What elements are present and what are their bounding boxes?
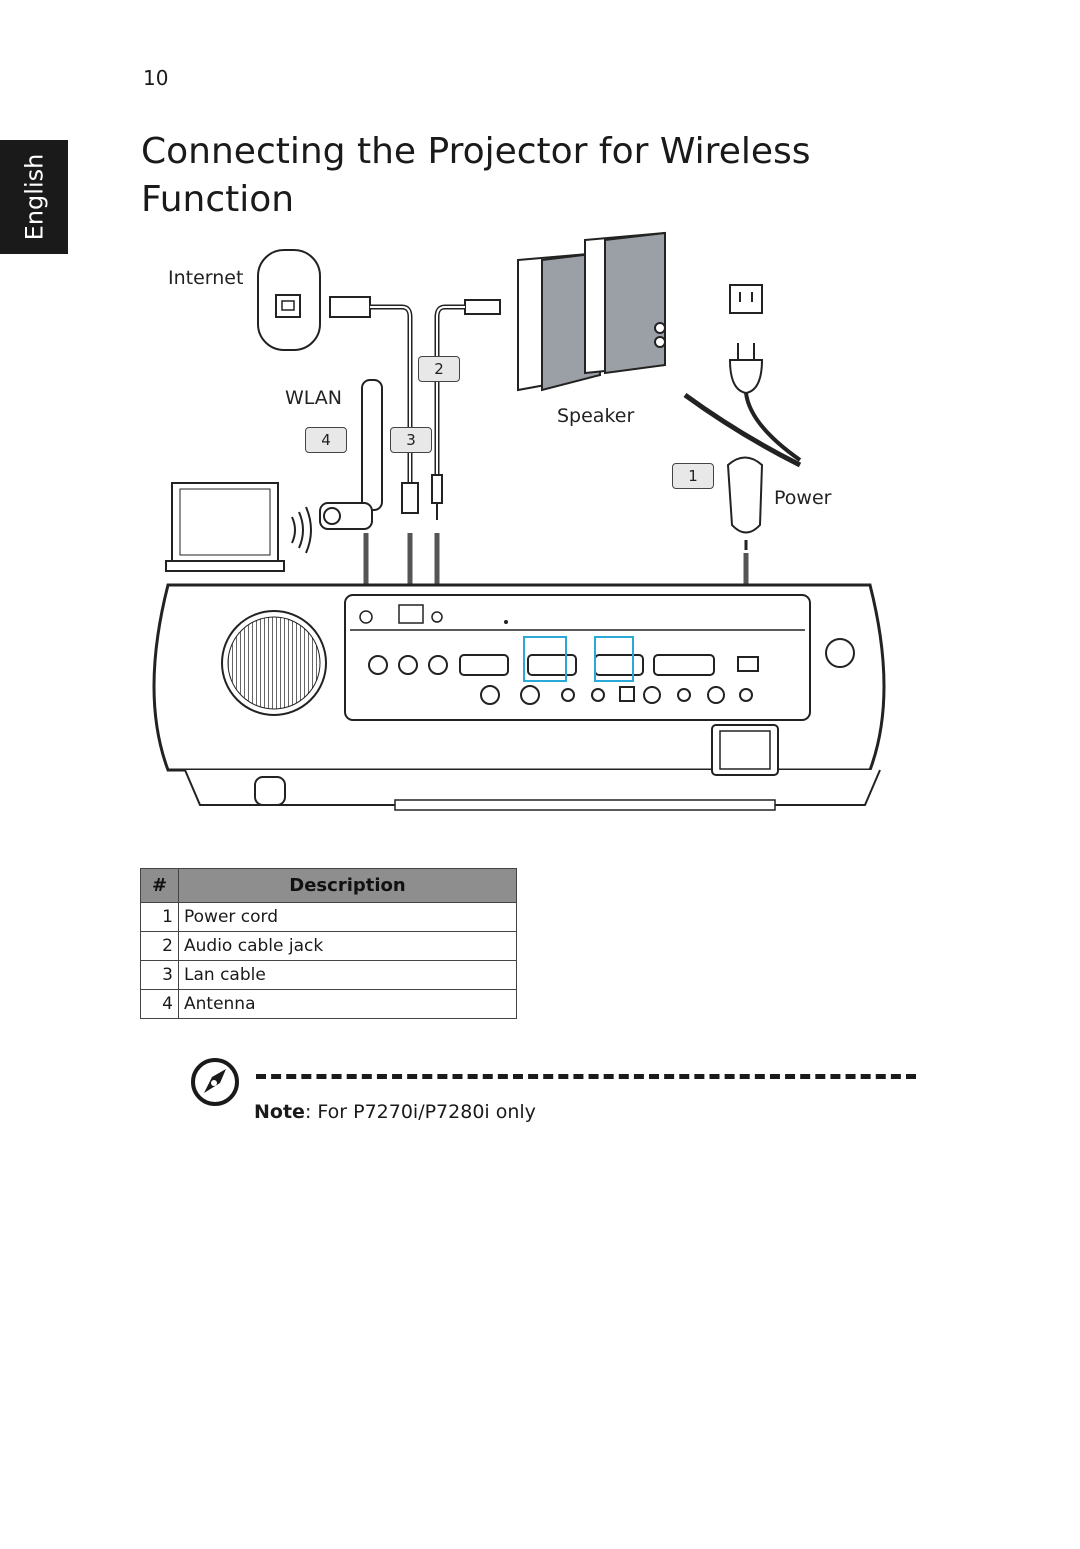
- table-header-number: #: [140, 868, 179, 903]
- row-description: Power cord: [178, 902, 517, 932]
- note-label: Note: [254, 1101, 305, 1123]
- power-outlet-icon: [729, 284, 763, 314]
- table-row: 3 Lan cable: [140, 960, 517, 990]
- row-number: 3: [140, 960, 179, 990]
- language-tab: English: [0, 140, 68, 254]
- connection-diagram-svg: [152, 231, 886, 811]
- table-row: 4 Antenna: [140, 989, 517, 1019]
- power-plug-icon: [683, 343, 802, 550]
- row-number: 2: [140, 931, 179, 961]
- row-description: Audio cable jack: [178, 931, 517, 961]
- note-text: Note: For P7270i/P7280i only: [254, 1101, 536, 1123]
- badge-3: 3: [390, 427, 432, 453]
- audio-cable: [431, 299, 501, 520]
- ethernet-wall-jack-icon: [257, 249, 321, 351]
- language-tab-label: English: [20, 153, 49, 241]
- lan-cable: [329, 296, 419, 514]
- badge-2: 2: [418, 356, 460, 382]
- table-row: 2 Audio cable jack: [140, 931, 517, 961]
- badge-1: 1: [672, 463, 714, 489]
- note-pen-icon: [191, 1058, 239, 1106]
- wlan-label: WLAN: [285, 387, 343, 409]
- projector-icon: [152, 583, 886, 811]
- row-number: 4: [140, 989, 179, 1019]
- page-title: Connecting the Projector for Wireless Fu…: [141, 131, 811, 220]
- table-header-description: Description: [178, 868, 517, 903]
- wireless-waves-icon: [291, 506, 312, 554]
- badge-4: 4: [305, 427, 347, 453]
- description-table: # Description 1 Power cord 2 Audio cable…: [140, 868, 517, 1019]
- speaker-icon: [517, 231, 666, 392]
- speaker-label: Speaker: [557, 405, 635, 427]
- table-row: 1 Power cord: [140, 902, 517, 932]
- power-label: Power: [774, 487, 832, 509]
- note-body: : For P7270i/P7280i only: [304, 1101, 536, 1123]
- page-number: 10: [143, 66, 169, 90]
- laptop-icon: [165, 482, 285, 572]
- row-description: Lan cable: [178, 960, 517, 990]
- internet-label: Internet: [168, 267, 244, 289]
- note-divider: [256, 1074, 916, 1079]
- note-block: Note: For P7270i/P7280i only: [190, 1057, 920, 1137]
- connection-diagram: Internet WLAN Speaker Power 1 2 3 4: [140, 225, 940, 845]
- row-number: 1: [140, 902, 179, 932]
- row-description: Antenna: [178, 989, 517, 1019]
- antenna-icon: [319, 379, 383, 530]
